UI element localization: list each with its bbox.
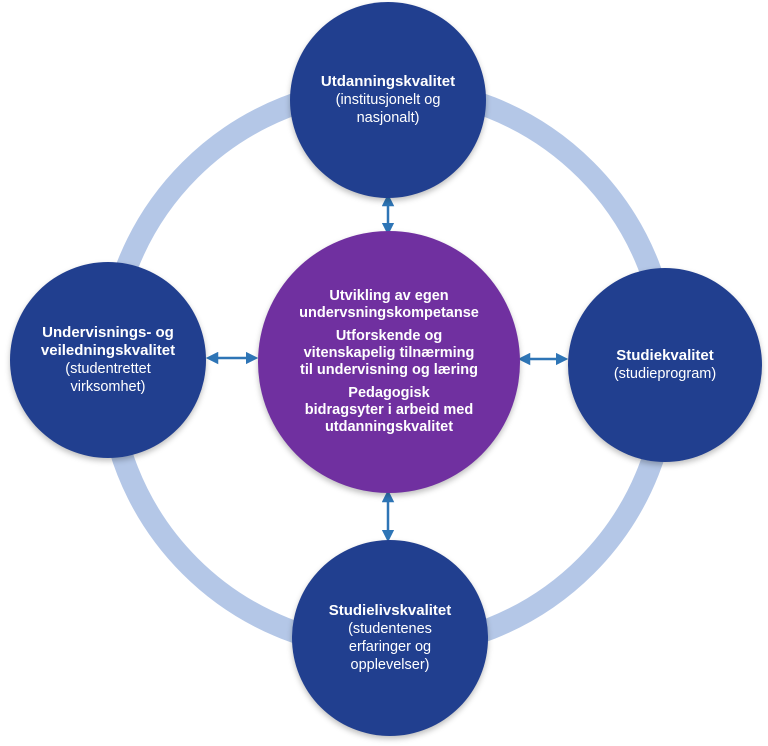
center-item-3-line-3: utdanningskvalitet: [324, 419, 454, 435]
node-bottom-sub-2: erfaringer og: [348, 639, 432, 655]
center-item-3-line-2: bidragsyter i arbeid med: [304, 402, 474, 418]
node-bottom-title: Studielivskvalitet: [328, 602, 452, 619]
center-item-3-line-1: Pedagogisk: [348, 385, 430, 401]
node-right-title: Studiekvalitet: [616, 347, 714, 364]
center-item-2: Utforskende og vitenskapelig tilnærming …: [300, 328, 478, 379]
center-item-1: Utvikling av egen undervsningskompetanse: [299, 288, 479, 322]
node-studiekvalitet: Studiekvalitet (studieprogram): [568, 268, 762, 462]
center-item-2-line-2: vitenskapelig tilnærming: [303, 345, 475, 361]
node-left-sub-1: (studentrettet: [65, 361, 151, 377]
node-undervisnings-og-veiledningskvalitet: Undervisnings- og veiledningskvalitet (s…: [10, 262, 206, 458]
node-right-sub-1: (studieprogram): [613, 366, 717, 382]
center-item-2-line-3: til undervisning og læring: [299, 362, 479, 378]
center-item-1-line-1: Utvikling av egen: [329, 288, 449, 304]
node-utdanningskvalitet: Utdanningskvalitet (institusjonelt og na…: [290, 2, 486, 198]
center-item-3: Pedagogisk bidragsyter i arbeid med utda…: [305, 385, 473, 436]
node-center-competence: Utvikling av egen undervsningskompetanse…: [258, 231, 520, 493]
node-left-title-2: veiledningskvalitet: [40, 342, 176, 359]
node-bottom-sub-1: (studentenes: [348, 621, 432, 637]
center-item-2-line-1: Utforskende og: [335, 328, 443, 344]
node-left-sub-2: virksomhet): [70, 379, 146, 395]
node-top-title: Utdanningskvalitet: [320, 73, 456, 90]
node-top-sub-2: nasjonalt): [356, 110, 420, 126]
node-bottom-sub-3: opplevelser): [350, 657, 430, 673]
node-left-title-1: Undervisnings- og: [42, 324, 174, 341]
node-studielivskvalitet: Studielivskvalitet (studentenes erfaring…: [292, 540, 488, 736]
node-top-sub-1: (institusjonelt og: [335, 92, 441, 108]
center-item-1-line-2: undervsningskompetanse: [299, 305, 479, 321]
